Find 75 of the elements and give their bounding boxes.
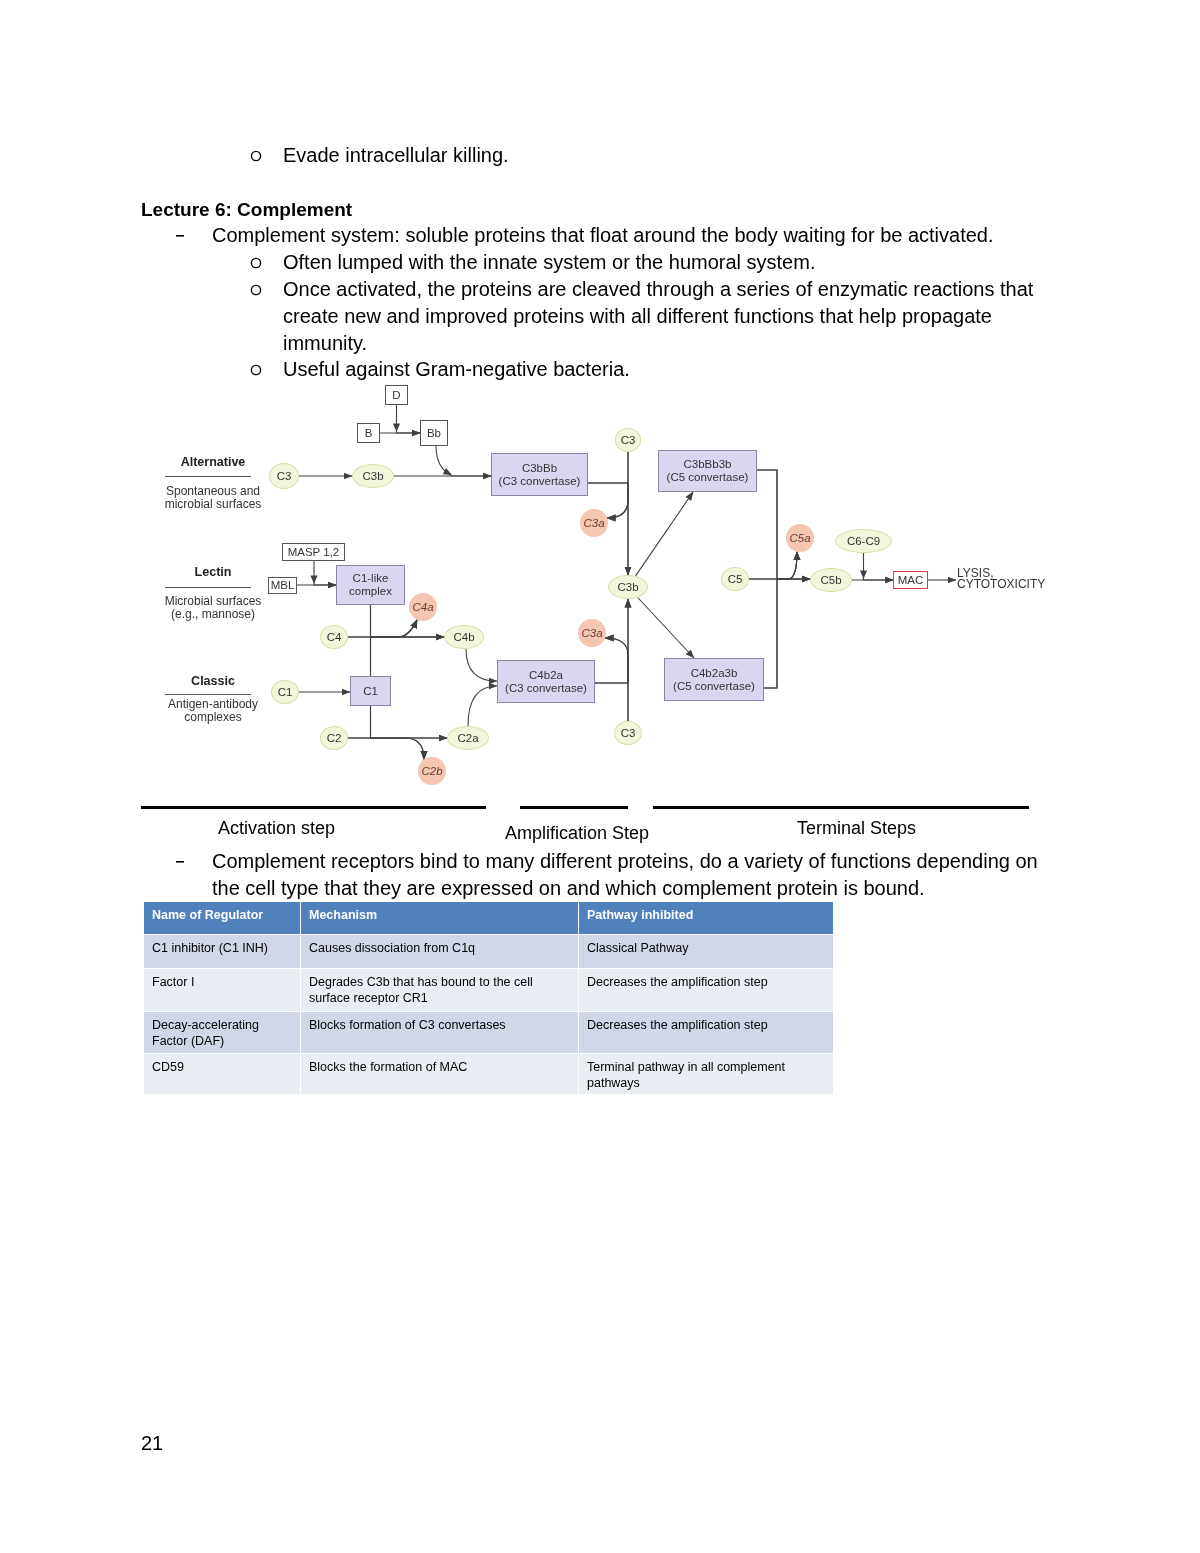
fragment-circle: C5a [786,524,814,552]
pathway-source-text: Antigen-antibody complexes [166,698,260,724]
table-cell: Decreases the amplification step [578,968,834,1012]
table-cell: Blocks formation of C3 convertases [300,1011,579,1054]
pathway-title: Alternative [179,455,247,470]
outcome-label: LYSIS, CYTOTOXICITY [956,566,1054,592]
protein-ellipse: C2a [447,726,489,750]
protein-ellipse: C4b [444,625,484,649]
complex-box: C1-like complex [336,565,405,605]
protein-ellipse: C4 [320,625,348,649]
table-cell: Decreases the amplification step [578,1011,834,1054]
protein-ellipse: C3b [352,464,394,488]
protein-ellipse: C5b [810,568,852,592]
table-cell: CD59 [143,1053,301,1095]
section-heading: Lecture 6: Complement [141,197,353,222]
protein-box: Bb [420,420,448,446]
pathway-title: Lectin [193,565,233,580]
pathway-title: Classic [190,674,236,689]
list-item-text: Complement system: soluble proteins that float around the body waiting for be activated. [212,222,995,248]
protein-ellipse: C3 [269,463,299,489]
step-label: Amplification Step [505,822,651,844]
protein-ellipse: C3b [608,575,648,599]
arrow [369,619,418,677]
list-item-text: Useful against Gram-negative bacteria. [283,356,631,382]
complex-box: C3bBb (C3 convertase) [491,453,588,496]
list-item-text: Often lumped with the innate system or the humoral system. [283,249,817,275]
page-number: 21 [141,1430,165,1456]
fragment-circle: C3a [580,509,608,537]
table-cell: Factor I [143,968,301,1012]
table-cell: Classical Pathway [578,934,834,969]
protein-ellipse: C6-C9 [835,529,892,553]
arrow [467,683,498,727]
fragment-circle: C2b [418,757,446,785]
arrow [298,688,351,696]
table-header-cell: Name of Regulator [143,901,301,935]
protein-ellipse: C3 [614,721,642,745]
pathway-source-text: Microbial surfaces (e.g., mannose) [163,595,263,621]
table-cell: Causes dissociation from C1q [300,934,579,969]
table-cell: C1 inhibitor (C1 INH) [143,934,301,969]
protein-ellipse: C2 [320,726,348,750]
protein-ellipse: C5 [721,567,749,591]
pathway-source-text: Spontaneous and microbial surfaces [163,484,263,511]
table-header-cell: Pathway inhibited [578,901,834,935]
arrow [594,634,629,684]
protein-box: D [385,385,408,405]
arrow [927,576,957,584]
step-label: Terminal Steps [797,817,918,839]
complex-box: C4b2a (C3 convertase) [497,660,595,703]
list-item-text: Once activated, the proteins are cleaved through a series of enzymatic reactions that create new and improved proteins with all different functions that help propagate immunity. [283,276,1035,356]
table-header-cell: Mechanism [300,901,579,935]
list-item-text: Evade intracellular killing. [283,142,510,168]
arrow [465,648,498,685]
protein-box: B [357,423,380,443]
arrow [637,596,695,659]
fragment-circle: C4a [409,593,437,621]
protein-box: MBL [268,577,297,594]
arrow [748,551,801,580]
arrow [587,482,629,522]
protein-ellipse: C1 [271,680,299,704]
arrow [635,491,694,577]
table-cell: Degrades C3b that has bound to the cell surface receptor CR1 [300,968,579,1012]
arrow [369,705,428,761]
table-cell: Decay-accelerating Factor (DAF) [143,1011,301,1054]
arrow [298,472,353,480]
table-cell: Terminal pathway in all complement pathways [578,1053,834,1095]
fragment-circle: C3a [578,619,606,647]
mac-box: MAC [893,571,928,589]
list-item-text: Complement receptors bind to many different proteins, do a variety of functions depending on the cell type that they are expressed on and which complement protein is bound. [212,848,1039,901]
complex-box: C3bBb3b (C5 convertase) [658,450,757,492]
complex-box: C1 [350,676,391,706]
protein-box: MASP 1,2 [282,543,345,561]
step-label: Activation step [218,817,337,839]
complex-box: C4b2a3b (C5 convertase) [664,658,764,701]
protein-ellipse: C3 [615,428,641,452]
table-cell: Blocks the formation of MAC [300,1053,579,1095]
